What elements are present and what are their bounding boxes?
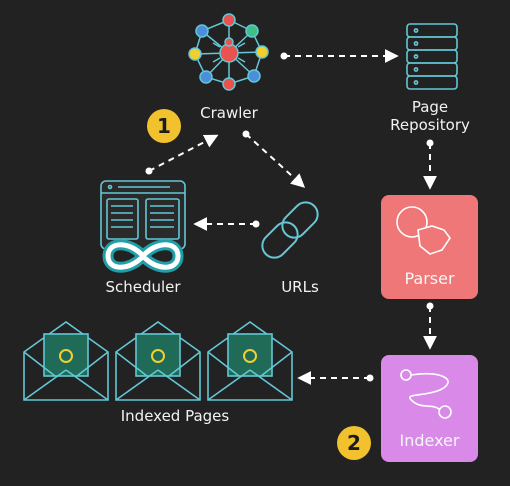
indexed-pages-label: Indexed Pages — [120, 407, 230, 425]
envelope-idea-icon — [23, 321, 109, 401]
crawler-label: Crawler — [200, 104, 258, 122]
envelope-idea-icon — [115, 321, 201, 401]
spider-network-icon — [188, 13, 269, 91]
hand-click-icon — [396, 206, 451, 255]
infinity-icon — [102, 239, 184, 273]
indexer-box — [381, 355, 478, 462]
page-repository-label: Page Repository — [390, 98, 470, 134]
step-badge-1: 1 — [147, 109, 181, 143]
chain-link-icon — [261, 201, 319, 259]
urls-label: URLs — [281, 278, 319, 296]
arrow-crawler-to-urls — [245, 133, 306, 188]
indexer-label: Indexer — [399, 431, 460, 450]
step-badge-2: 2 — [337, 426, 371, 460]
browser-window-icon — [100, 180, 186, 250]
scheduler-label: Scheduler — [105, 278, 181, 296]
route-path-icon — [400, 369, 452, 419]
envelope-idea-icon — [207, 321, 293, 401]
arrow-scheduler-to-crawler — [148, 134, 219, 172]
server-stack-icon — [406, 23, 458, 90]
parser-label: Parser — [404, 269, 455, 288]
